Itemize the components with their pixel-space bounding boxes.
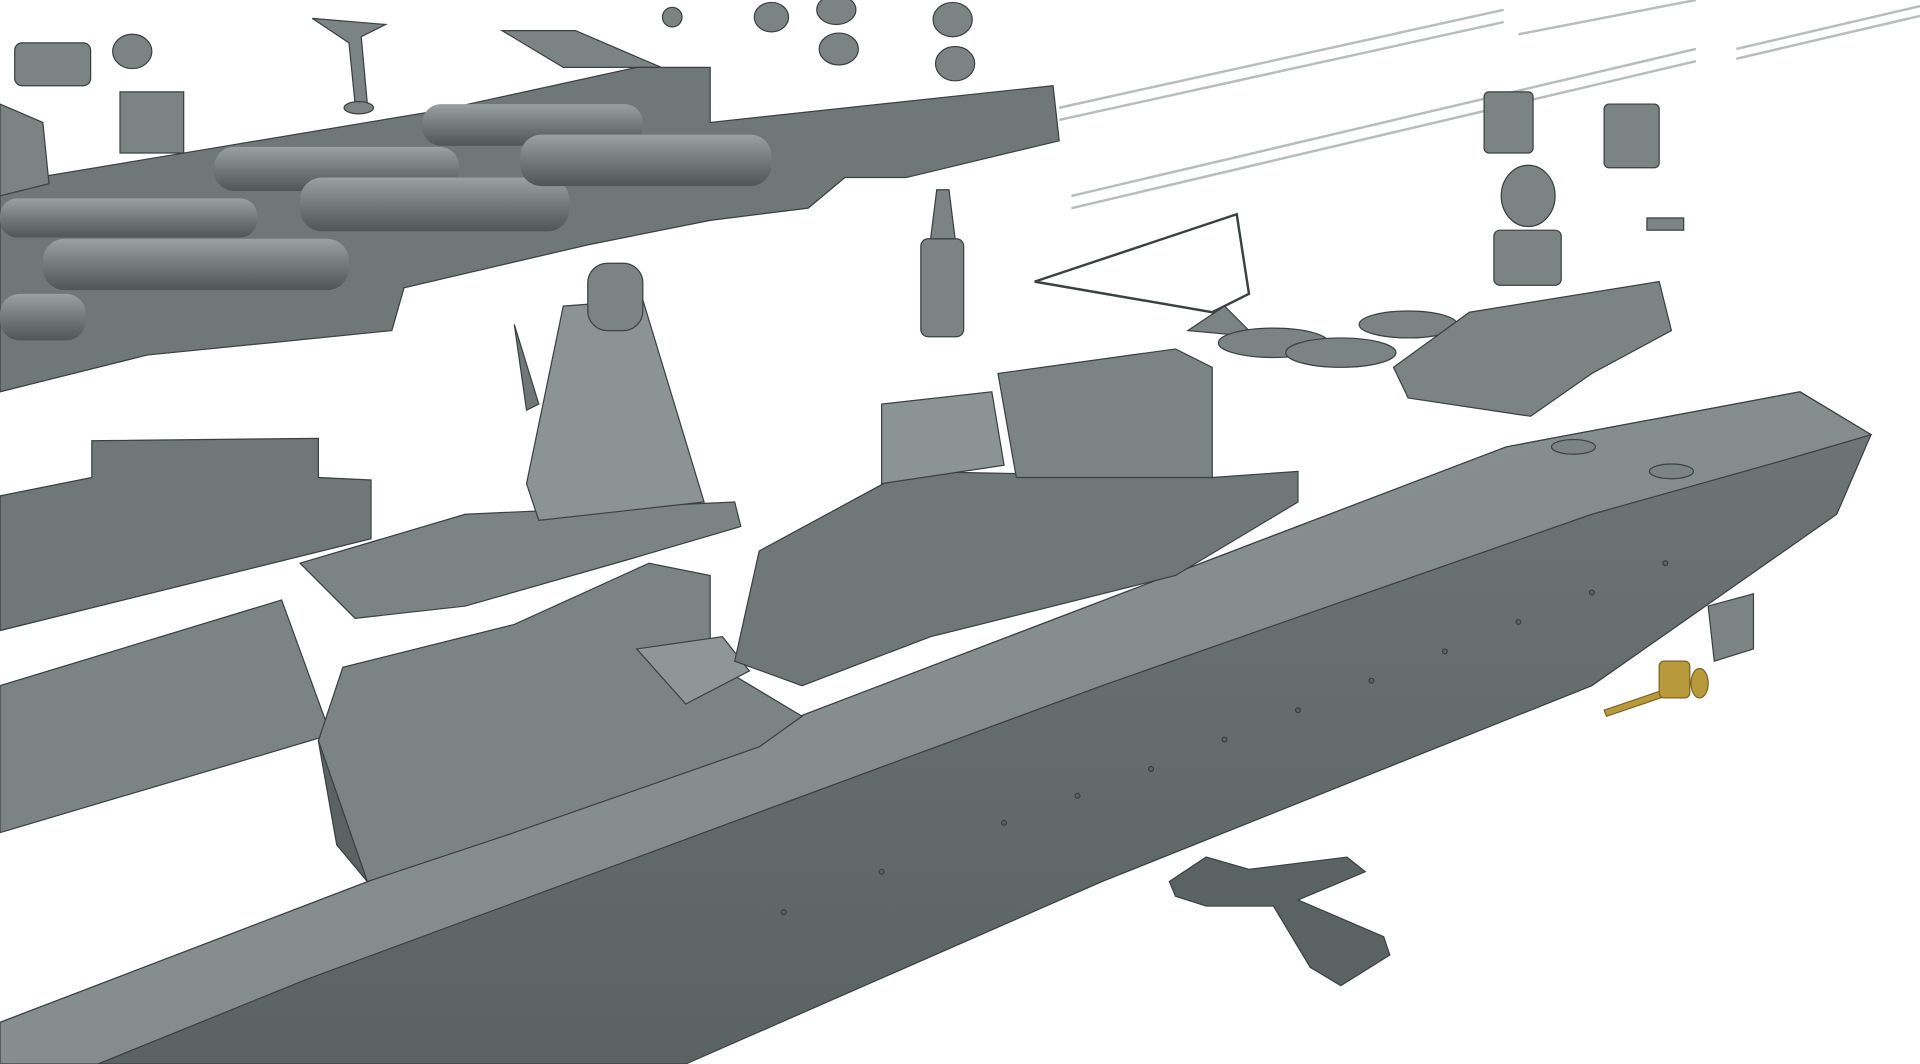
crane-and-fittings	[920, 189, 1755, 662]
display-stand	[1168, 856, 1391, 987]
mast-bridge-module	[298, 262, 742, 619]
superstructure-forward	[317, 562, 804, 883]
porthole-row	[780, 560, 1669, 916]
gun-part	[1603, 660, 1709, 718]
main-hull	[0, 391, 1873, 1064]
railing-group	[1058, 0, 1920, 210]
superstructure-aft	[733, 348, 1299, 687]
small-parts-top	[14, 0, 1685, 286]
hull-sections-left	[0, 437, 372, 834]
launcher-assembly	[0, 66, 1060, 393]
